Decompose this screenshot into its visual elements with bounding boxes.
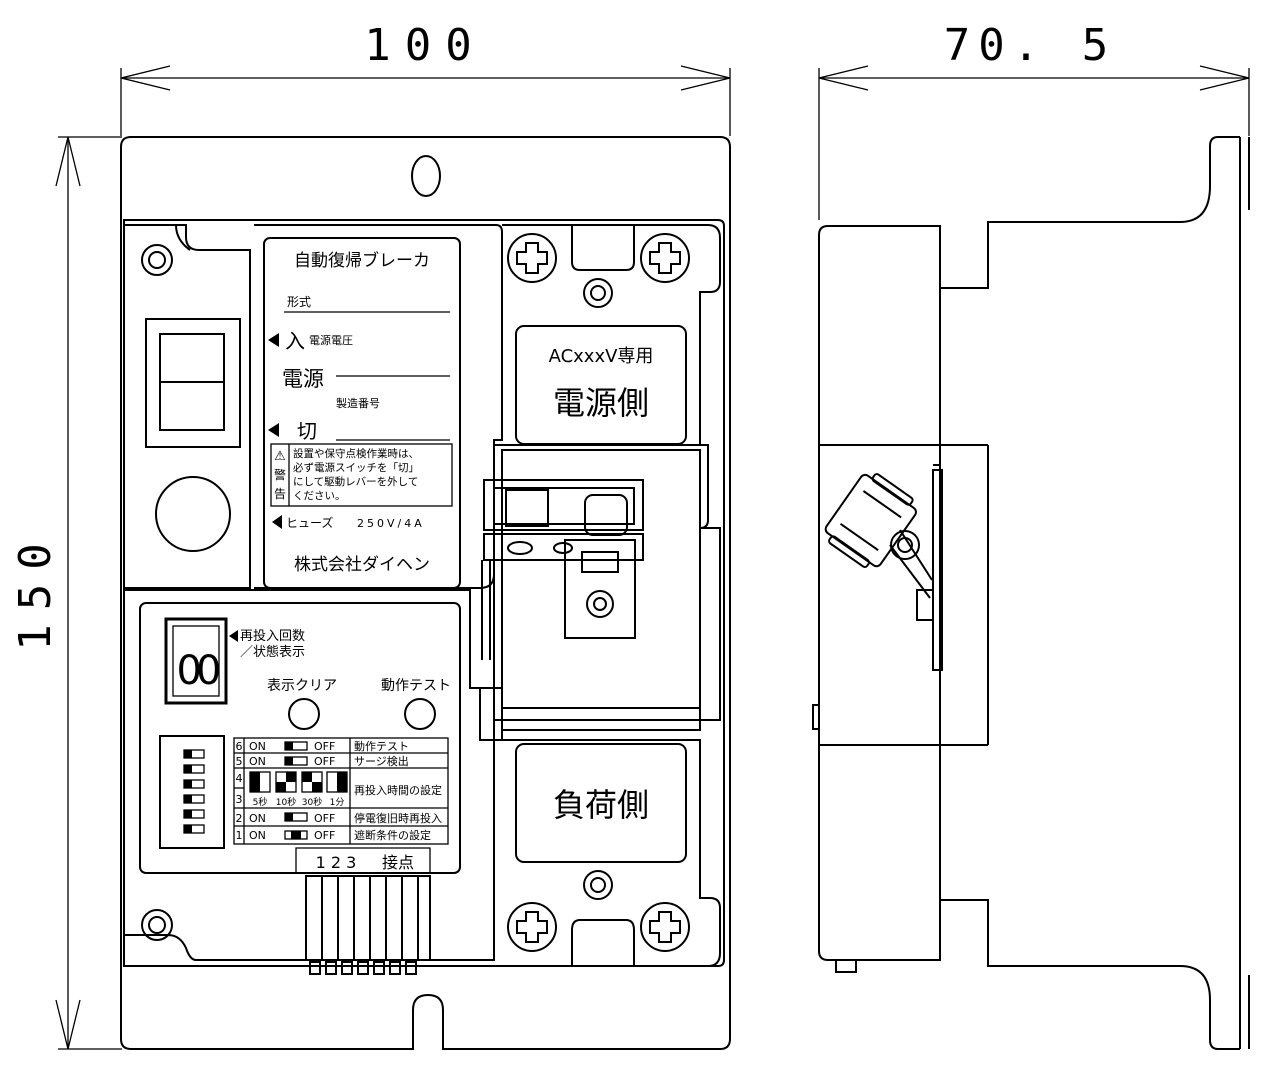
fuse-rating: 250V/4A xyxy=(357,517,425,530)
warning-word-1: 警 xyxy=(274,467,286,482)
switch-row-2-on: ON xyxy=(249,812,266,825)
nameplate: 自動復帰ブレーカ 形式 入 電源電圧 電源 製造番号 切 ⚠ 警 告 設置や保守… xyxy=(268,250,453,575)
switch-row-6-desc: 動作テスト xyxy=(354,739,409,753)
clear-button[interactable] xyxy=(288,698,320,730)
display-pointer-icon xyxy=(229,630,238,642)
switch-row-4-desc: 再投入時間の設定 xyxy=(354,783,442,797)
time-option-10s: 10秒 xyxy=(276,796,296,808)
switch-row-5-desc: サージ検出 xyxy=(354,754,409,768)
line-side-label: 電源側 xyxy=(553,384,649,422)
switch-row-6-on: ON xyxy=(249,740,266,753)
warning-line-4: ください。 xyxy=(293,490,346,502)
warning-line-2: 必ず電源スイッチを「切」 xyxy=(293,461,419,474)
model-label: 形式 xyxy=(287,295,311,309)
line-rating-label: ACxxxV専用 xyxy=(549,346,654,367)
switch-row-2-desc: 停電復旧時再投入 xyxy=(354,811,442,825)
dimension-lines xyxy=(55,65,1250,1050)
maker-name: 株式会社ダイヘン xyxy=(294,555,430,575)
time-setting-switches xyxy=(249,771,348,793)
dip-switch-block[interactable] xyxy=(159,735,225,849)
off-indicator-icon xyxy=(268,423,279,437)
switch-row-5-on: ON xyxy=(249,755,266,768)
time-option-1m: 1分 xyxy=(330,797,345,808)
warning-word-2: 告 xyxy=(274,487,286,501)
power-label: 電源 xyxy=(282,367,324,391)
fuse-label: ヒューズ xyxy=(286,515,333,530)
switch-row-5-off: OFF xyxy=(314,755,335,768)
serial-label: 製造番号 xyxy=(336,396,380,410)
screw-bottom-right xyxy=(640,902,690,952)
width-dimension: 100 xyxy=(364,20,485,71)
test-button[interactable] xyxy=(404,698,436,730)
warning-line-3: にして駆動レバーを外して xyxy=(293,475,418,488)
switch-row-1-no: 1 xyxy=(236,829,243,842)
front-view xyxy=(120,136,731,1050)
switch-row-4-no: 4 xyxy=(236,772,243,785)
display-digits: 00 xyxy=(177,648,219,694)
switch-row-1-off: OFF xyxy=(314,829,335,842)
voltage-label: 電源電圧 xyxy=(309,333,353,347)
switch-row-5-no: 5 xyxy=(236,755,243,768)
screw-top-right xyxy=(640,233,690,283)
switch-row-2-off: OFF xyxy=(314,812,335,825)
switch-row-3-no: 3 xyxy=(236,793,243,806)
clear-button-label: 表示クリア xyxy=(267,678,337,694)
display-caption-2: ／状態表示 xyxy=(240,644,305,660)
time-option-30s: 30秒 xyxy=(302,796,322,808)
warning-icon: ⚠ xyxy=(274,449,286,464)
side-view xyxy=(812,136,1250,1050)
on-indicator-icon xyxy=(268,333,279,347)
switch-row-6-off: OFF xyxy=(314,740,335,753)
control-panel: 00 再投入回数 ／状態表示 表示クリア 動作テスト 6 ON OFF 動作テス… xyxy=(159,617,451,873)
contact-numbers: 1 2 3 xyxy=(316,853,357,872)
switch-row-1-desc: 遮断条件の設定 xyxy=(354,828,431,842)
switch-row-6-no: 6 xyxy=(236,740,243,753)
on-label: 入 xyxy=(285,329,305,353)
depth-dimension: 70. 5 xyxy=(944,20,1116,71)
nameplate-title: 自動復帰ブレーカ xyxy=(294,250,430,271)
height-dimension: 150 xyxy=(10,529,61,650)
screw-top-left xyxy=(507,233,557,283)
switch-row-1-on: ON xyxy=(249,829,266,842)
switch-row-2-no: 2 xyxy=(236,812,243,825)
screw-bottom-left xyxy=(507,902,557,952)
test-button-label: 動作テスト xyxy=(381,678,451,694)
mounting-hole xyxy=(411,155,441,197)
display-caption-1: 再投入回数 xyxy=(240,628,305,644)
load-side-label: 負荷側 xyxy=(553,786,649,824)
warning-line-1: 設置や保守点検作業時は、 xyxy=(293,447,419,460)
time-option-5s: 5秒 xyxy=(253,796,268,808)
contact-label: 接点 xyxy=(382,853,414,872)
fuse-indicator-icon xyxy=(272,515,282,529)
off-label: 切 xyxy=(297,419,317,443)
digit-display xyxy=(164,617,228,705)
